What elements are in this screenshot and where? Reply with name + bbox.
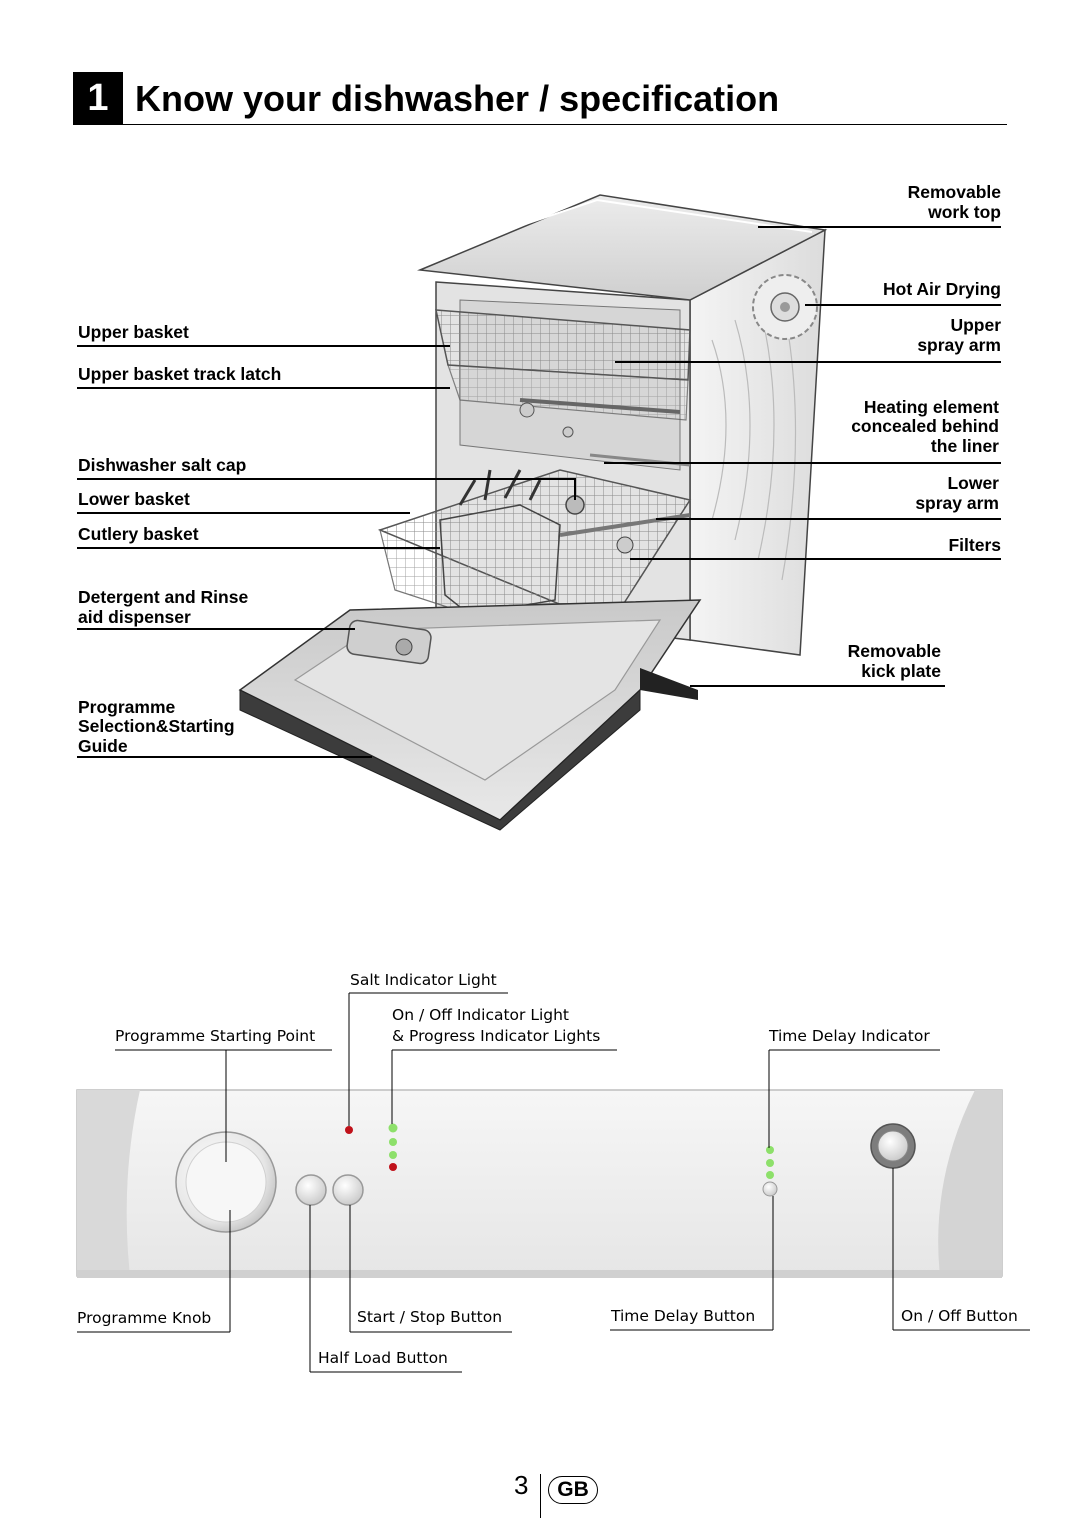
label-heating-line1: Heating element [863,397,999,417]
label-time-delay-button: Time Delay Button [611,1307,756,1325]
label-on-off-light-line2: & Progress Indicator Lights [392,1027,601,1045]
label-detergent-line1: Detergent and Rinse [78,587,249,607]
label-cutlery-basket: Cutlery basket [78,524,199,544]
label-kick-plate-line2: kick plate [861,661,941,681]
label-heating-line3: the liner [930,436,999,456]
label-programme-starting-point: Programme Starting Point [115,1027,316,1045]
label-heating-line2: concealed behind [851,416,999,436]
label-programme-line3: Guide [78,736,128,756]
label-programme-line2: Selection&Starting [78,716,235,736]
section-heading: 1 Know your dishwasher / specification [73,72,1007,126]
label-upper-basket: Upper basket [78,322,189,342]
control-panel-illustration [76,992,1030,1373]
label-work-top-line1: Removable [907,182,1001,202]
label-hot-air-drying: Hot Air Drying [883,279,1001,299]
page-number: 3 [514,1470,529,1500]
label-lower-basket: Lower basket [78,489,190,509]
label-upper-spray-arm-line1: Upper [950,315,1001,335]
label-work-top-line2: work top [928,202,1001,222]
label-on-off-light-line1: On / Off Indicator Light [392,1006,570,1024]
label-lower-spray-arm-line2: spray arm [915,493,999,513]
dishwasher-illustration [77,194,1001,831]
label-upper-spray-arm-line2: spray arm [917,335,1001,355]
label-dishwasher-salt-cap: Dishwasher salt cap [78,455,247,475]
label-filters: Filters [948,535,1001,555]
label-half-load-button: Half Load Button [318,1349,448,1367]
label-time-delay-indicator: Time Delay Indicator [769,1027,930,1045]
label-programme-line1: Programme [78,697,176,717]
page-title: Know your dishwasher / specification [135,78,780,119]
label-upper-basket-track-latch: Upper basket track latch [78,364,282,384]
label-detergent-line2: aid dispenser [78,607,191,627]
heading-rule [123,124,1007,125]
label-on-off-button: On / Off Button [901,1307,1018,1325]
label-programme-knob: Programme Knob [77,1309,212,1327]
label-start-stop-button: Start / Stop Button [357,1308,503,1326]
section-number: 1 [73,72,123,125]
region-badge: GB [548,1476,598,1504]
label-salt-indicator-light: Salt Indicator Light [350,971,497,989]
label-lower-spray-arm-line1: Lower [947,473,999,493]
footer-divider [540,1474,541,1518]
label-kick-plate-line1: Removable [847,641,941,661]
